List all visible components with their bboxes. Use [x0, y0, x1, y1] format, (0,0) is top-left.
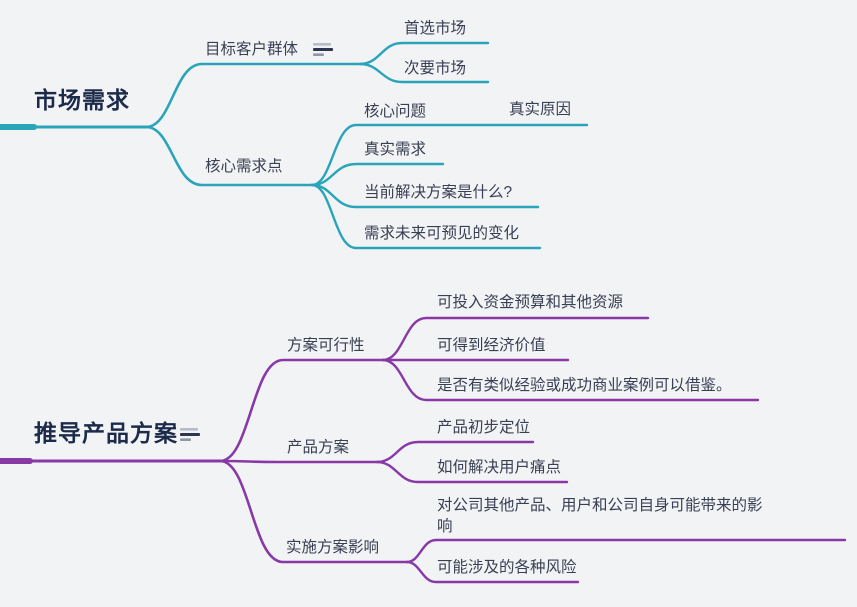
notes-icon[interactable]	[179, 427, 201, 442]
node-risks[interactable]: 可能涉及的各种风险	[437, 559, 577, 576]
similar-cases-line	[381, 358, 760, 402]
node-target-customer-group[interactable]: 目标客户群体	[205, 41, 299, 58]
node-similar-cases[interactable]: 是否有类似经验或成功商业案例可以借鉴。	[437, 377, 732, 394]
node-future-change[interactable]: 需求未来可预见的变化	[364, 225, 520, 242]
notes-icon[interactable]	[312, 42, 334, 57]
node-secondary-market[interactable]: 次要市场	[404, 60, 467, 77]
real-need-line	[310, 162, 445, 187]
positioning-line	[375, 440, 535, 464]
node-market-demand[interactable]: 市场需求	[34, 87, 130, 113]
node-core-problem[interactable]: 核心问题	[364, 103, 427, 120]
node-plan-feasibility[interactable]: 方案可行性	[287, 337, 365, 354]
node-pain-points[interactable]: 如何解决用户痛点	[437, 459, 562, 476]
node-company-impact[interactable]: 对公司其他产品、用户和公司自身可能带来的影响	[437, 497, 763, 535]
node-derive-product-plan[interactable]: 推导产品方案	[34, 420, 178, 446]
node-core-needs[interactable]: 核心需求点	[205, 158, 283, 175]
budget-line	[381, 316, 650, 362]
pain-points-line	[375, 460, 569, 484]
product-plan-branch-line	[218, 459, 379, 464]
core-problem-line	[310, 123, 589, 187]
node-implementation-impact[interactable]: 实施方案影响	[286, 539, 380, 556]
node-real-reason[interactable]: 真实原因	[509, 101, 572, 118]
node-current-solution[interactable]: 当前解决方案是什么?	[364, 184, 513, 201]
node-primary-market[interactable]: 首选市场	[404, 20, 467, 37]
node-budget-resources[interactable]: 可投入资金预算和其他资源	[437, 294, 624, 311]
feasibility-branch-line	[218, 358, 385, 463]
secondary-market-line	[358, 62, 490, 84]
target-group-branch-line	[144, 62, 362, 129]
node-positioning[interactable]: 产品初步定位	[437, 419, 531, 436]
impact-line	[405, 538, 847, 564]
node-product-plan[interactable]: 产品方案	[287, 439, 350, 456]
future-change-line	[310, 183, 542, 250]
implementation-branch-line	[218, 459, 409, 564]
node-economic-value[interactable]: 可得到经济价值	[437, 337, 546, 354]
node-real-need[interactable]: 真实需求	[364, 141, 427, 158]
risks-line	[405, 560, 580, 584]
primary-market-line	[358, 41, 490, 66]
core-needs-branch-line	[144, 125, 314, 187]
